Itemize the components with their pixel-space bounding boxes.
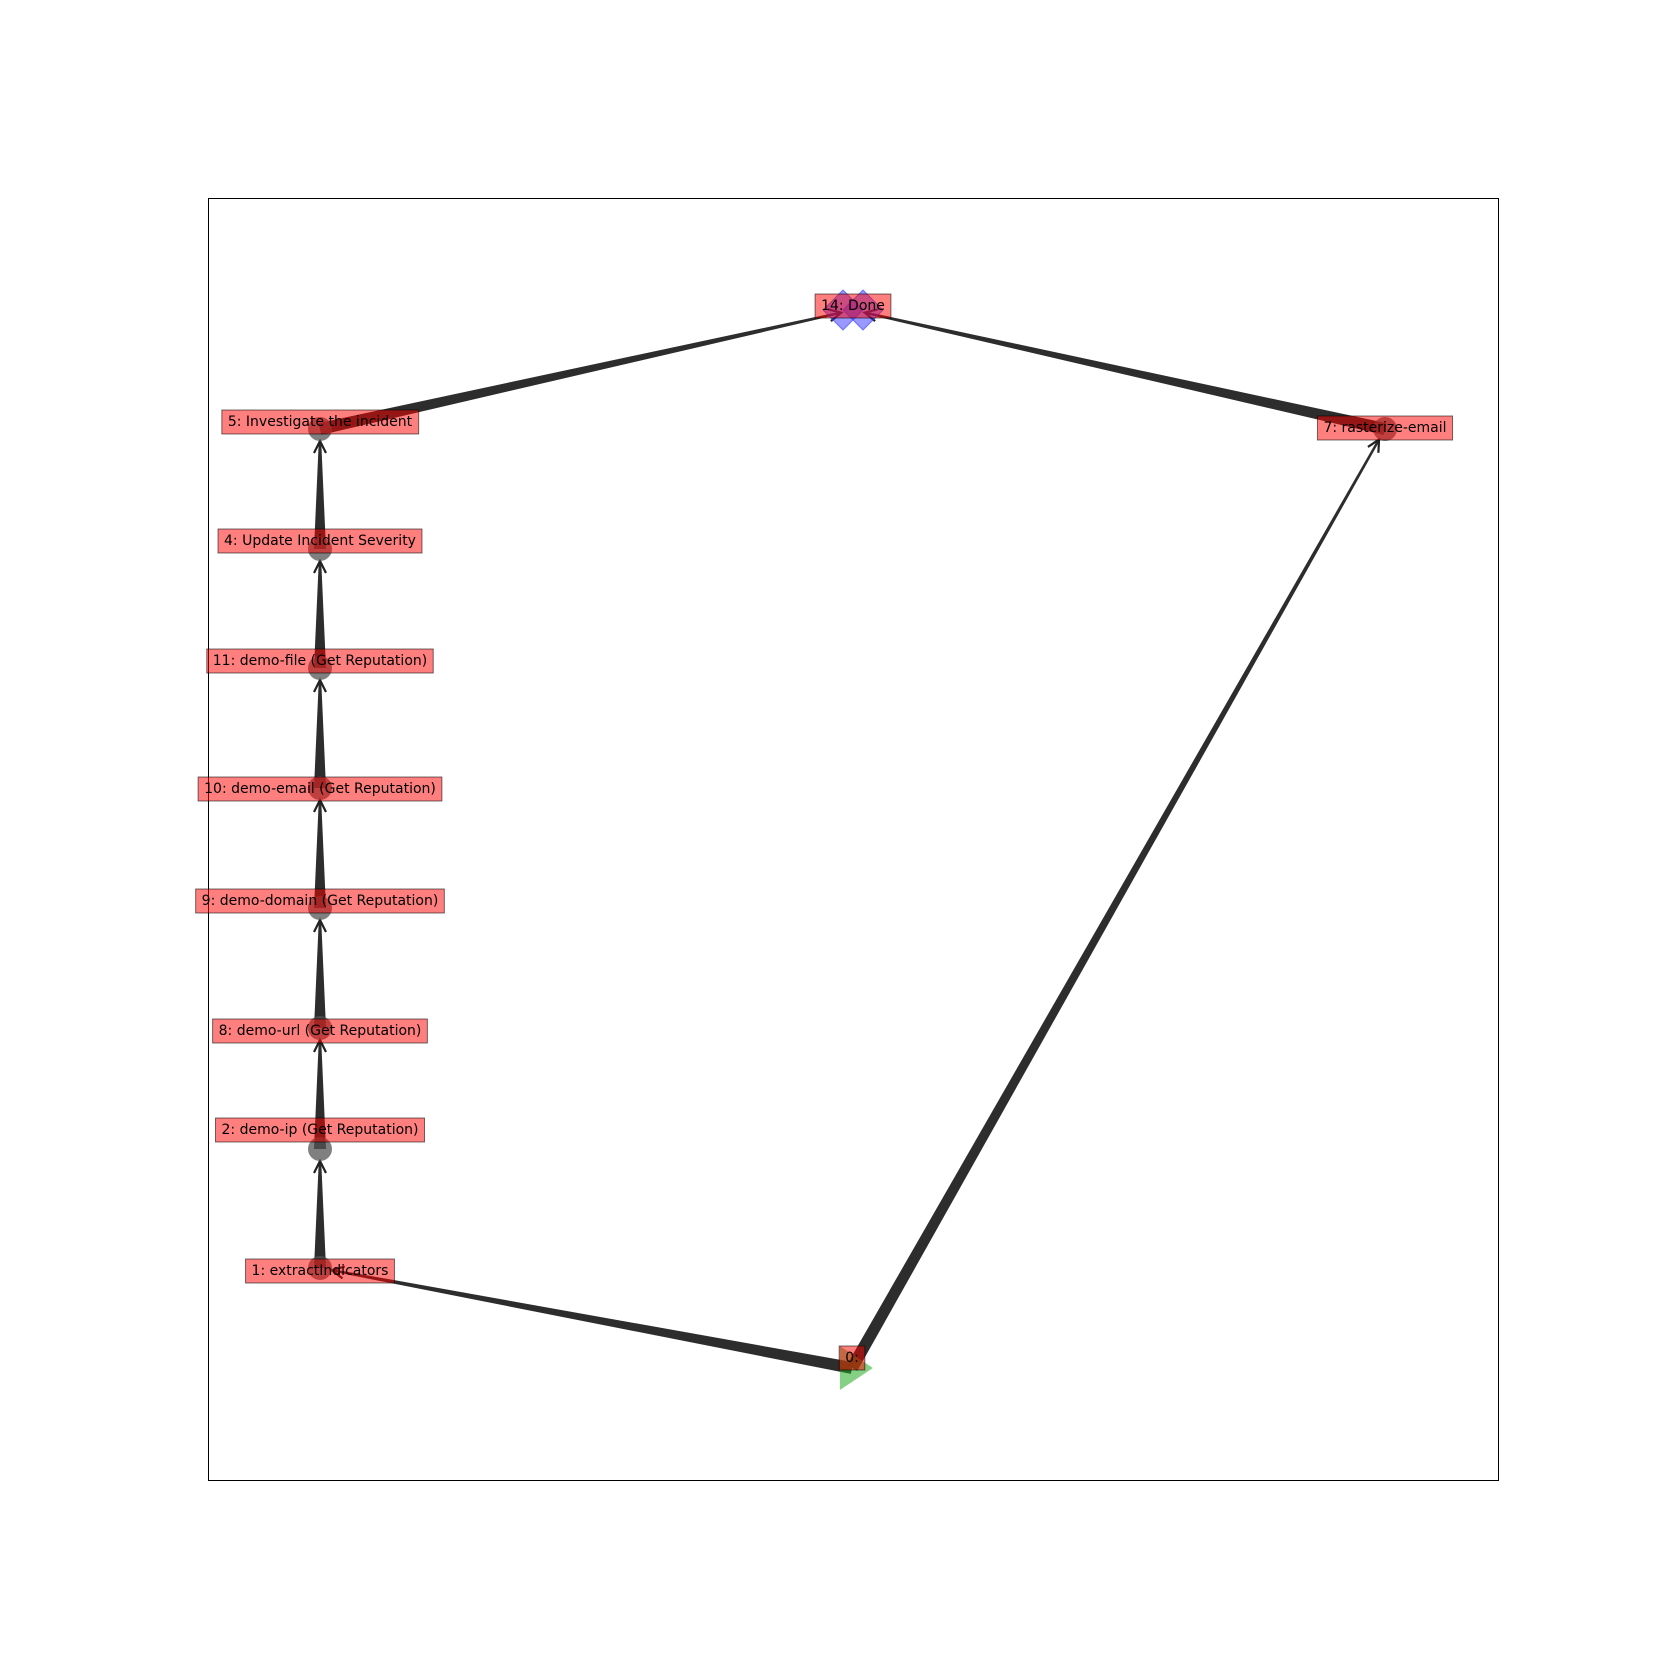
label-text: 10: demo-email (Get Reputation) <box>204 781 436 797</box>
label-box <box>197 776 443 802</box>
label-box <box>245 1258 395 1284</box>
edge-line <box>314 800 326 908</box>
label-text: 5: Investigate the incident <box>228 414 413 430</box>
labels-layer: 0: 1: extractIndicators 2: demo-ip (Get Re… <box>195 293 1454 1371</box>
node-label-14: 14: Done <box>814 293 892 319</box>
node-label-4: 4: Update Incident Severity <box>217 528 423 554</box>
label-text: 4: Update Incident Severity <box>224 533 416 549</box>
label-text: 0: <box>845 1350 859 1366</box>
label-text: 14: Done <box>821 298 885 314</box>
label-box <box>1316 415 1454 441</box>
node-label-5: 5: Investigate the incident <box>221 409 420 435</box>
node-label-2: 2: demo-ip (Get Reputation) <box>215 1117 425 1143</box>
node-label-10: 10: demo-email (Get Reputation) <box>197 776 443 802</box>
edge-line <box>318 311 842 435</box>
edge-line <box>331 1269 854 1374</box>
nodes-layer <box>308 289 1397 1390</box>
edge-1-to-2 <box>313 1158 327 1268</box>
label-box <box>814 293 892 319</box>
edge-8-to-9 <box>313 917 327 1028</box>
node-label-11: 11: demo-file (Get Reputation) <box>206 648 434 674</box>
label-box <box>221 409 420 435</box>
label-box <box>217 528 423 554</box>
label-box <box>195 888 445 914</box>
label-box <box>215 1117 425 1143</box>
label-box <box>212 1018 428 1044</box>
label-box <box>838 1345 866 1371</box>
label-text: 11: demo-file (Get Reputation) <box>213 653 427 669</box>
node-label-7: 7: rasterize-email <box>1316 415 1454 441</box>
node-label-0: 0: <box>838 1345 866 1371</box>
edge-10-to-11 <box>313 677 327 788</box>
label-box <box>206 648 434 674</box>
label-text: 7: rasterize-email <box>1323 420 1446 436</box>
plot-frame <box>208 198 1499 1481</box>
edge-line <box>864 311 1387 435</box>
edge-line <box>314 680 326 788</box>
label-text: 9: demo-domain (Get Reputation) <box>202 893 439 909</box>
edge-0-to-1 <box>329 1265 854 1374</box>
node-label-8: 8: demo-url (Get Reputation) <box>212 1018 428 1044</box>
label-text: 2: demo-ip (Get Reputation) <box>222 1122 419 1138</box>
edge-7-to-14 <box>862 308 1387 435</box>
edge-0-to-7 <box>846 437 1381 1371</box>
edge-line <box>846 438 1381 1371</box>
node-label-1: 1: extractIndicators <box>245 1258 395 1284</box>
node-label-9: 9: demo-domain (Get Reputation) <box>195 888 445 914</box>
edge-line <box>314 1161 326 1268</box>
label-text: 1: extractIndicators <box>252 1263 389 1279</box>
task-node-2 <box>308 1137 332 1161</box>
edge-line <box>314 441 326 549</box>
edges-layer <box>313 308 1387 1374</box>
label-text: 8: demo-url (Get Reputation) <box>219 1023 422 1039</box>
edge-line <box>314 561 326 668</box>
edge-line <box>314 920 326 1028</box>
